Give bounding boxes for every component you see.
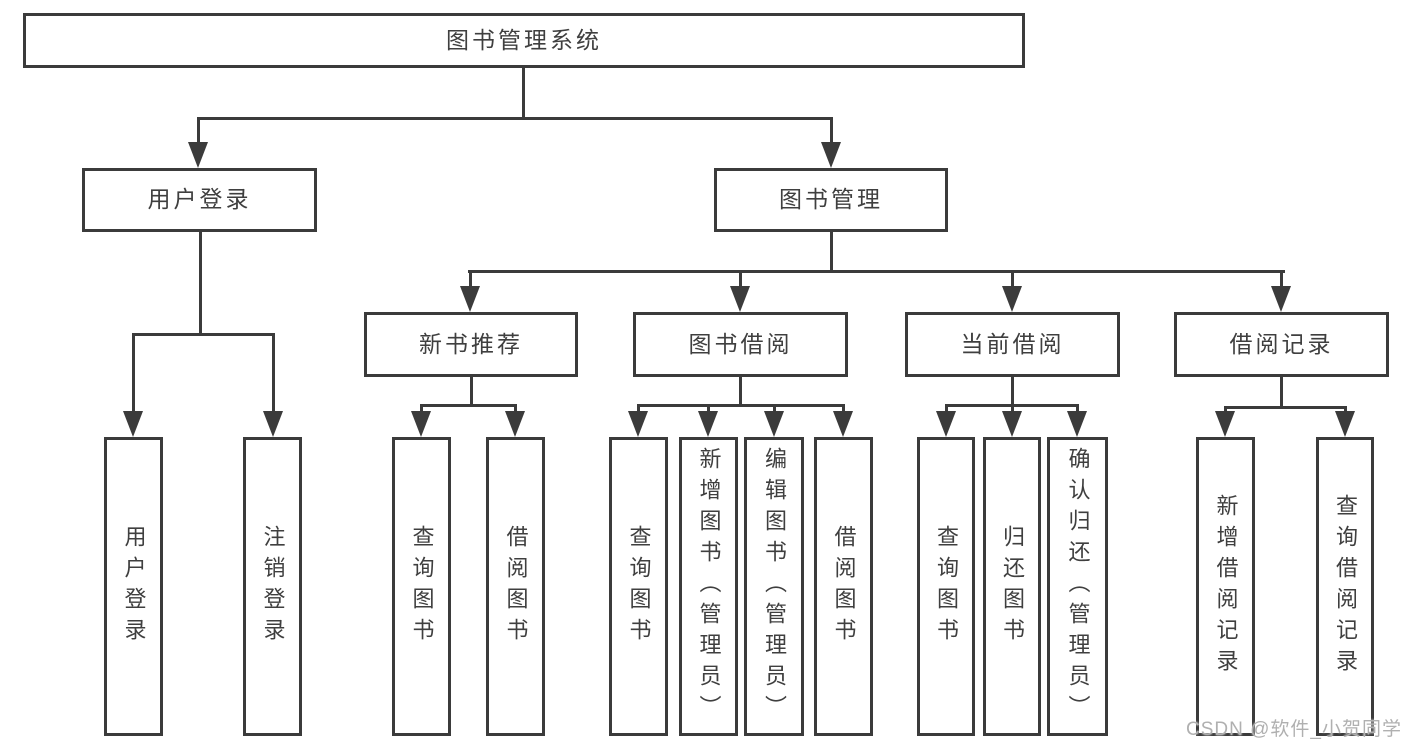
node-borrowing-records: 借阅记录 <box>1174 312 1389 377</box>
connector-line <box>272 333 275 415</box>
node-label: 借阅记录 <box>1229 330 1334 357</box>
connector-line <box>199 232 202 335</box>
arrow-down-icon <box>628 411 648 437</box>
connector-line <box>1011 270 1014 292</box>
arrow-down-icon <box>1335 411 1355 437</box>
leaf-borrow-books-recommend: 借阅图书 <box>486 437 545 736</box>
arrow-down-icon <box>730 286 750 312</box>
leaf-borrow-books-borrowing: 借阅图书 <box>814 437 873 736</box>
node-label: 新书推荐 <box>419 330 523 357</box>
connector-line <box>1011 404 1014 415</box>
connector-line <box>522 68 525 118</box>
connector-line <box>739 377 742 406</box>
arrow-down-icon <box>821 142 841 168</box>
node-label: 新增借阅记录 <box>1213 493 1239 680</box>
leaf-add-book-admin: 新增图书（管理员） <box>679 437 738 736</box>
leaf-query-books-recommend: 查询图书 <box>392 437 451 736</box>
node-book-borrowing: 图书借阅 <box>633 312 848 377</box>
leaf-edit-book-admin: 编辑图书（管理员） <box>744 437 804 736</box>
node-current-borrowing: 当前借阅 <box>905 312 1120 377</box>
leaf-add-borrow-record: 新增借阅记录 <box>1196 437 1255 736</box>
node-label: 查询图书 <box>409 524 435 649</box>
node-library-management-system: 图书管理系统 <box>23 13 1025 68</box>
connector-line <box>514 404 517 415</box>
connector-line <box>637 404 844 407</box>
connector-line <box>1076 404 1079 415</box>
node-new-book-recommendation: 新书推荐 <box>364 312 578 377</box>
connector-line <box>197 117 833 120</box>
connector-line <box>132 333 135 415</box>
arrow-down-icon <box>123 411 143 437</box>
arrow-down-icon <box>188 142 208 168</box>
connector-line <box>470 377 473 406</box>
leaf-confirm-return-admin: 确认归还（管理员） <box>1047 437 1108 736</box>
connector-line <box>468 270 1285 273</box>
connector-line <box>773 404 776 415</box>
connector-line <box>637 404 640 415</box>
node-label: 当前借阅 <box>960 330 1065 357</box>
arrow-down-icon <box>411 411 431 437</box>
arrow-down-icon <box>1271 286 1291 312</box>
node-label: 用户登录 <box>121 524 147 649</box>
connector-line <box>945 404 948 415</box>
node-label: 查询图书 <box>626 524 652 649</box>
node-label: 图书管理系统 <box>446 26 602 53</box>
connector-line <box>420 404 423 415</box>
node-label: 查询借阅记录 <box>1333 493 1358 680</box>
connector-line <box>1280 377 1283 408</box>
connector-line <box>469 270 472 292</box>
node-label: 借阅图书 <box>831 524 857 649</box>
node-label: 用户登录 <box>147 186 252 213</box>
connector-line <box>1011 377 1014 406</box>
leaf-query-borrow-record: 查询借阅记录 <box>1316 437 1374 736</box>
leaf-user-login: 用户登录 <box>104 437 163 736</box>
node-label: 借阅图书 <box>503 524 529 649</box>
arrow-down-icon <box>1002 411 1022 437</box>
connector-line <box>707 404 710 415</box>
arrow-down-icon <box>1067 411 1087 437</box>
node-book-management: 图书管理 <box>714 168 948 232</box>
watermark-csdn: CSDN @软件_小贺同学 <box>1186 719 1402 740</box>
arrow-down-icon <box>936 411 956 437</box>
node-label: 编辑图书（管理员） <box>762 447 787 726</box>
connector-line <box>842 404 845 415</box>
connector-line <box>830 232 833 272</box>
connector-line <box>1224 406 1346 409</box>
arrow-down-icon <box>698 411 718 437</box>
arrow-down-icon <box>505 411 525 437</box>
arrow-down-icon <box>1002 286 1022 312</box>
arrow-down-icon <box>1215 411 1235 437</box>
node-label: 查询图书 <box>934 524 959 649</box>
leaf-logout: 注销登录 <box>243 437 302 736</box>
connector-line <box>1280 270 1283 292</box>
leaf-query-books-borrowing: 查询图书 <box>609 437 668 736</box>
arrow-down-icon <box>460 286 480 312</box>
connector-line <box>1224 406 1227 415</box>
connector-line <box>830 117 833 150</box>
connector-line <box>132 333 275 336</box>
node-label: 新增图书（管理员） <box>696 447 722 726</box>
leaf-query-books-current: 查询图书 <box>917 437 975 736</box>
connector-line <box>1344 406 1347 415</box>
node-label: 归还图书 <box>1000 524 1025 649</box>
arrow-down-icon <box>833 411 853 437</box>
node-label: 图书管理 <box>779 186 883 213</box>
arrow-down-icon <box>263 411 283 437</box>
leaf-return-books: 归还图书 <box>983 437 1041 736</box>
connector-line <box>739 270 742 292</box>
node-label: 图书借阅 <box>688 330 793 357</box>
node-user-login: 用户登录 <box>82 168 317 232</box>
connector-line <box>197 117 200 150</box>
node-label: 确认归还（管理员） <box>1065 447 1091 726</box>
arrow-down-icon <box>764 411 784 437</box>
connector-line <box>420 404 516 407</box>
node-label: 注销登录 <box>260 524 286 649</box>
